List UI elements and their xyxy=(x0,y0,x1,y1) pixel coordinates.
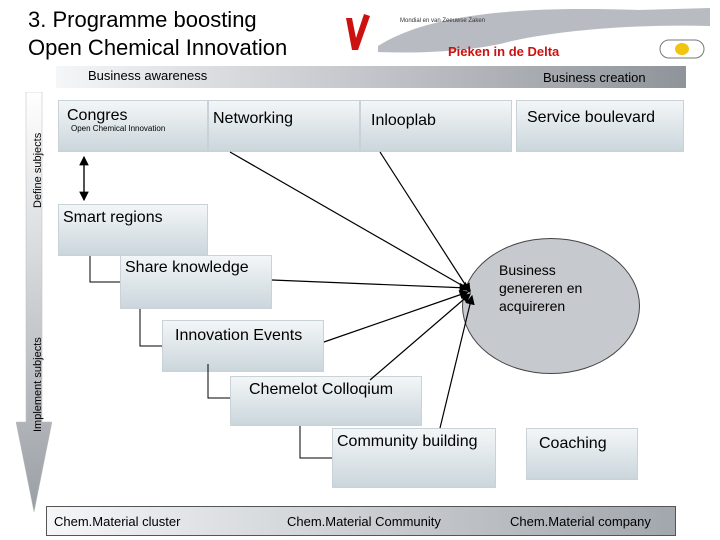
community-building-label: Community building xyxy=(337,433,478,450)
arrow-colloquium-to-business xyxy=(369,293,471,381)
smart-regions-box: Smart regions xyxy=(58,204,208,256)
bottom-label-cluster: Chem.Material cluster xyxy=(54,514,181,529)
share-knowledge-label: Share knowledge xyxy=(125,259,249,276)
community-building-box: Community building xyxy=(332,428,496,488)
connector-events-to-colloquium xyxy=(207,364,230,399)
slide-title: 3. Programme boosting Open Chemical Inno… xyxy=(28,7,288,60)
coaching-label: Coaching xyxy=(539,435,607,452)
inlooplab-box: Inlooplab xyxy=(360,100,512,152)
arrow-community-to-business xyxy=(439,294,475,429)
bottom-label-community: Chem.Material Community xyxy=(287,514,441,529)
congres-label: Congres xyxy=(67,107,128,124)
logo-tagline: Mondial en van Zeeuwse Zaken xyxy=(400,18,485,24)
logo-name: Pieken in de Delta xyxy=(448,44,560,59)
arrow-events-to-business xyxy=(323,290,470,343)
networking-label: Networking xyxy=(213,110,294,127)
smart-regions-label: Smart regions xyxy=(63,209,163,226)
networking-box: Networking xyxy=(208,100,360,152)
service-boulevard-label: Service boulevard xyxy=(527,109,656,126)
connector-share-to-events xyxy=(139,309,162,347)
yellow-dot-icon xyxy=(675,43,689,55)
delta-map-shape xyxy=(378,8,710,53)
inlooplab-label: Inlooplab xyxy=(371,112,436,129)
bottom-band xyxy=(46,506,676,536)
innovation-events-box: Innovation Events xyxy=(162,320,324,372)
band-label-creation: Business creation xyxy=(543,70,646,85)
coaching-box: Coaching xyxy=(526,428,638,480)
arrow-networking-to-business xyxy=(229,151,472,291)
innovation-events-label: Innovation Events xyxy=(175,327,303,344)
share-knowledge-box: Share knowledge xyxy=(120,255,272,309)
chemelot-colloquium-label: Chemelot Colloqium xyxy=(249,381,394,398)
pieken-logo: Mondial en van Zeeuwse Zaken Pieken in d… xyxy=(338,4,714,60)
chemelot-colloquium-box: Chemelot Colloqium xyxy=(230,376,422,426)
red-check-icon xyxy=(346,14,370,50)
service-boulevard-box: Service boulevard xyxy=(516,100,684,152)
connector-colloquium-to-community xyxy=(299,426,332,459)
arrow-inlooplab-to-business xyxy=(379,151,471,294)
vertical-arrow xyxy=(16,92,52,512)
bottom-label-company: Chem.Material company xyxy=(510,514,651,529)
logo-graphic: Mondial en van Zeeuwse Zaken Pieken in d… xyxy=(346,8,710,59)
band-label-awareness: Business awareness xyxy=(88,68,208,83)
down-arrow-shape xyxy=(16,92,52,512)
business-ellipse-label: Business genereren en acquireren xyxy=(499,262,583,314)
arrow-share-to-business xyxy=(271,279,470,293)
congres-box: Congres Open Chemical Innovation xyxy=(58,100,208,152)
top-band xyxy=(56,66,686,88)
business-ellipse: Business genereren en acquireren xyxy=(462,238,640,374)
connector-smart-to-share xyxy=(89,256,120,283)
congres-sublabel: Open Chemical Innovation xyxy=(71,124,166,133)
